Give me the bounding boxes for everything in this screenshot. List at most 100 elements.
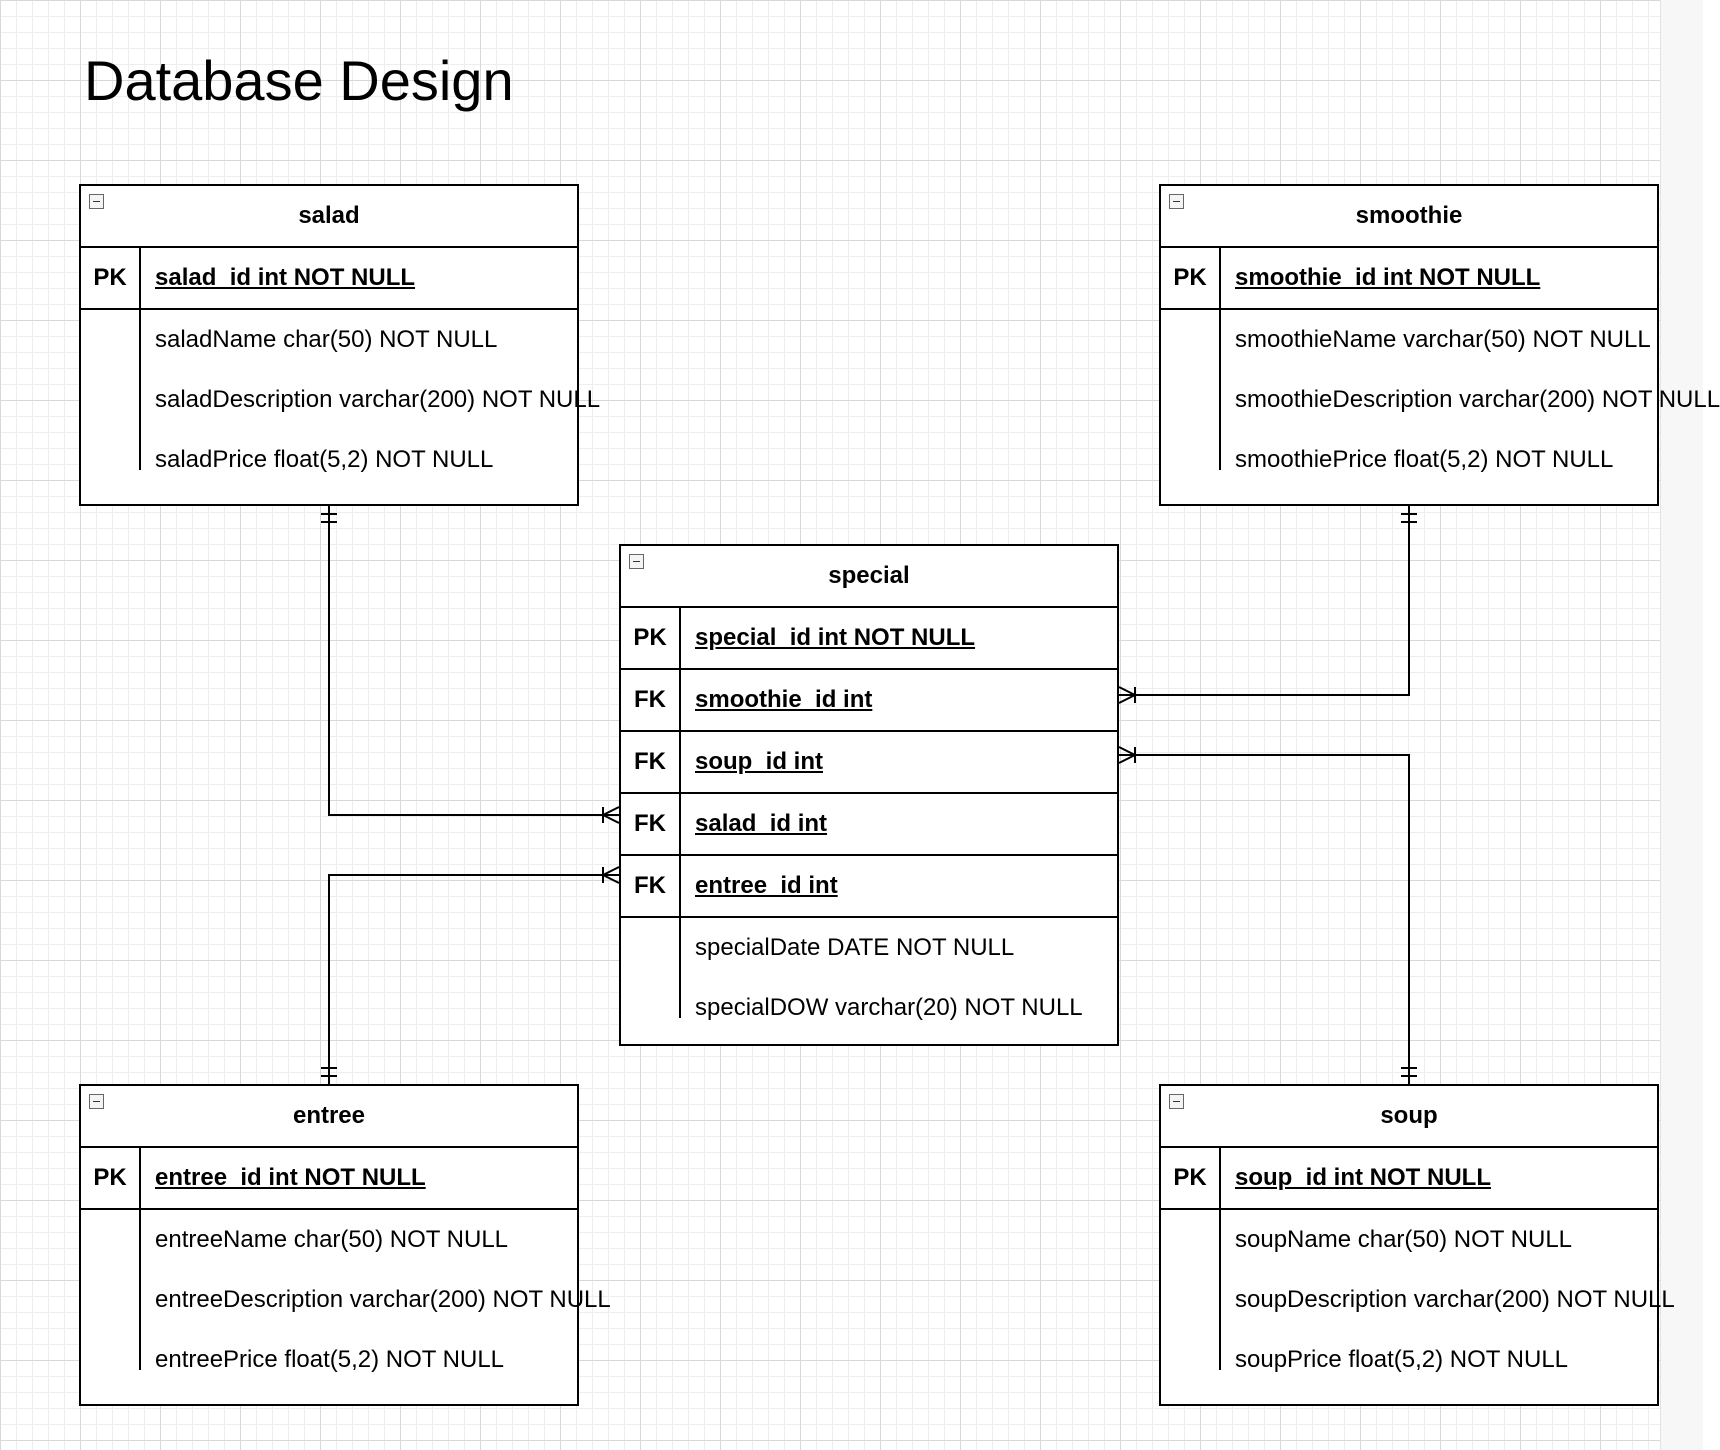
attribute-field: soupName char(50) NOT NULL <box>1235 1226 1573 1253</box>
relationship-connectors <box>321 506 1417 1084</box>
key-row[interactable]: PK entree_id int NOT NULL <box>81 1148 577 1210</box>
attribute-row[interactable]: specialDate DATE NOT NULL <box>621 918 1117 978</box>
key-spacer <box>81 1270 141 1330</box>
table-header[interactable]: smoothie <box>1161 186 1657 248</box>
attribute-list: entreeName char(50) NOT NULL entreeDescri… <box>81 1210 611 1410</box>
table-name: smoothie <box>1355 202 1463 229</box>
attribute-field: saladDescription varchar(200) NOT NULL <box>155 386 601 413</box>
attribute-list: soupName char(50) NOT NULL soupDescriptio… <box>1161 1210 1675 1410</box>
relationship-line-smoothie <box>1119 506 1410 696</box>
key-spacer <box>1161 430 1221 470</box>
key-type: PK <box>1161 1148 1221 1208</box>
key-type: PK <box>621 608 681 668</box>
key-row[interactable]: FK salad_id int <box>621 794 1117 856</box>
attribute-row[interactable]: smoothieDescription varchar(200) NOT NUL… <box>1161 370 1720 430</box>
key-field: smoothie_id int NOT NULL <box>1235 264 1541 291</box>
crowfoot-marker-salad <box>602 806 620 824</box>
crowfoot-marker-soup <box>1118 746 1136 764</box>
key-spacer <box>81 1330 141 1370</box>
key-type: FK <box>621 856 681 916</box>
attribute-field: smoothiePrice float(5,2) NOT NULL <box>1235 446 1614 473</box>
attribute-field: specialDOW varchar(20) NOT NULL <box>695 994 1083 1021</box>
collapse-icon[interactable] <box>629 554 644 569</box>
collapse-icon[interactable] <box>89 1094 104 1109</box>
key-spacer <box>81 1210 141 1270</box>
table-name: soup <box>1380 1102 1438 1129</box>
table-name: special <box>828 562 910 589</box>
key-spacer <box>1161 310 1221 370</box>
attribute-row[interactable]: saladDescription varchar(200) NOT NULL <box>81 370 600 430</box>
key-field: soup_id int NOT NULL <box>1235 1164 1491 1191</box>
attribute-field: smoothieName varchar(50) NOT NULL <box>1235 326 1651 353</box>
key-row[interactable]: PK smoothie_id int NOT NULL <box>1161 248 1657 310</box>
attribute-field: entreeDescription varchar(200) NOT NULL <box>155 1286 611 1313</box>
collapse-icon[interactable] <box>89 194 104 209</box>
key-spacer <box>81 310 141 370</box>
attribute-row[interactable]: entreeDescription varchar(200) NOT NULL <box>81 1270 611 1330</box>
key-row[interactable]: FK soup_id int <box>621 732 1117 794</box>
table-header[interactable]: salad <box>81 186 577 248</box>
attribute-list: specialDate DATE NOT NULL specialDOW varc… <box>621 918 1117 1058</box>
key-type: FK <box>621 670 681 730</box>
key-row[interactable]: PK soup_id int NOT NULL <box>1161 1148 1657 1210</box>
table-header[interactable]: entree <box>81 1086 577 1148</box>
right-scroll-strip <box>1660 0 1703 1450</box>
attribute-list: saladName char(50) NOT NULL saladDescript… <box>81 310 600 510</box>
crowfoot-marker-smoothie <box>1118 686 1136 704</box>
key-spacer <box>1161 370 1221 430</box>
key-spacer <box>81 370 141 430</box>
relationship-line-salad <box>328 506 619 816</box>
table-name: entree <box>292 1102 366 1129</box>
relationship-line-soup <box>1119 754 1410 1084</box>
key-row[interactable]: FK smoothie_id int <box>621 670 1117 732</box>
key-type: FK <box>621 732 681 792</box>
attribute-row[interactable]: smoothieName varchar(50) NOT NULL <box>1161 310 1657 370</box>
attribute-row[interactable]: entreeName char(50) NOT NULL <box>81 1210 577 1270</box>
attribute-field: entreePrice float(5,2) NOT NULL <box>155 1346 505 1373</box>
key-field: soup_id int <box>695 748 823 775</box>
attribute-row[interactable]: soupName char(50) NOT NULL <box>1161 1210 1657 1270</box>
key-spacer <box>81 430 141 470</box>
key-type: PK <box>81 248 141 308</box>
key-spacer <box>1161 1210 1221 1270</box>
key-field: smoothie_id int <box>695 686 873 713</box>
table-header[interactable]: special <box>621 546 1117 608</box>
key-type: PK <box>1161 248 1221 308</box>
key-spacer <box>1161 1270 1221 1330</box>
attribute-row[interactable]: soupDescription varchar(200) NOT NULL <box>1161 1270 1675 1330</box>
attribute-row[interactable]: saladPrice float(5,2) NOT NULL <box>81 430 577 490</box>
table-header[interactable]: soup <box>1161 1086 1657 1148</box>
table-name: salad <box>298 202 360 229</box>
key-field: salad_id int <box>695 810 828 837</box>
key-type: FK <box>621 794 681 854</box>
attribute-field: specialDate DATE NOT NULL <box>695 934 1015 961</box>
key-spacer <box>1161 1330 1221 1370</box>
key-field: salad_id int NOT NULL <box>155 264 416 291</box>
attribute-field: saladPrice float(5,2) NOT NULL <box>155 446 494 473</box>
collapse-icon[interactable] <box>1169 1094 1184 1109</box>
collapse-icon[interactable] <box>1169 194 1184 209</box>
attribute-row[interactable]: entreePrice float(5,2) NOT NULL <box>81 1330 577 1390</box>
key-type: PK <box>81 1148 141 1208</box>
attribute-field: soupDescription varchar(200) NOT NULL <box>1235 1286 1675 1313</box>
attribute-field: soupPrice float(5,2) NOT NULL <box>1235 1346 1569 1373</box>
key-spacer <box>621 978 681 1018</box>
attribute-row[interactable]: specialDOW varchar(20) NOT NULL <box>621 978 1117 1038</box>
attribute-row[interactable]: smoothiePrice float(5,2) NOT NULL <box>1161 430 1657 490</box>
attribute-row[interactable]: saladName char(50) NOT NULL <box>81 310 577 370</box>
key-spacer <box>621 918 681 978</box>
crowfoot-marker-entree <box>602 866 620 884</box>
attribute-field: saladName char(50) NOT NULL <box>155 326 498 353</box>
page-title: Database Design <box>84 49 514 112</box>
attribute-list: smoothieName varchar(50) NOT NULL smoothi… <box>1161 310 1720 510</box>
key-row[interactable]: PK salad_id int NOT NULL <box>81 248 577 310</box>
key-field: entree_id int NOT NULL <box>155 1164 426 1191</box>
attribute-row[interactable]: soupPrice float(5,2) NOT NULL <box>1161 1330 1657 1390</box>
